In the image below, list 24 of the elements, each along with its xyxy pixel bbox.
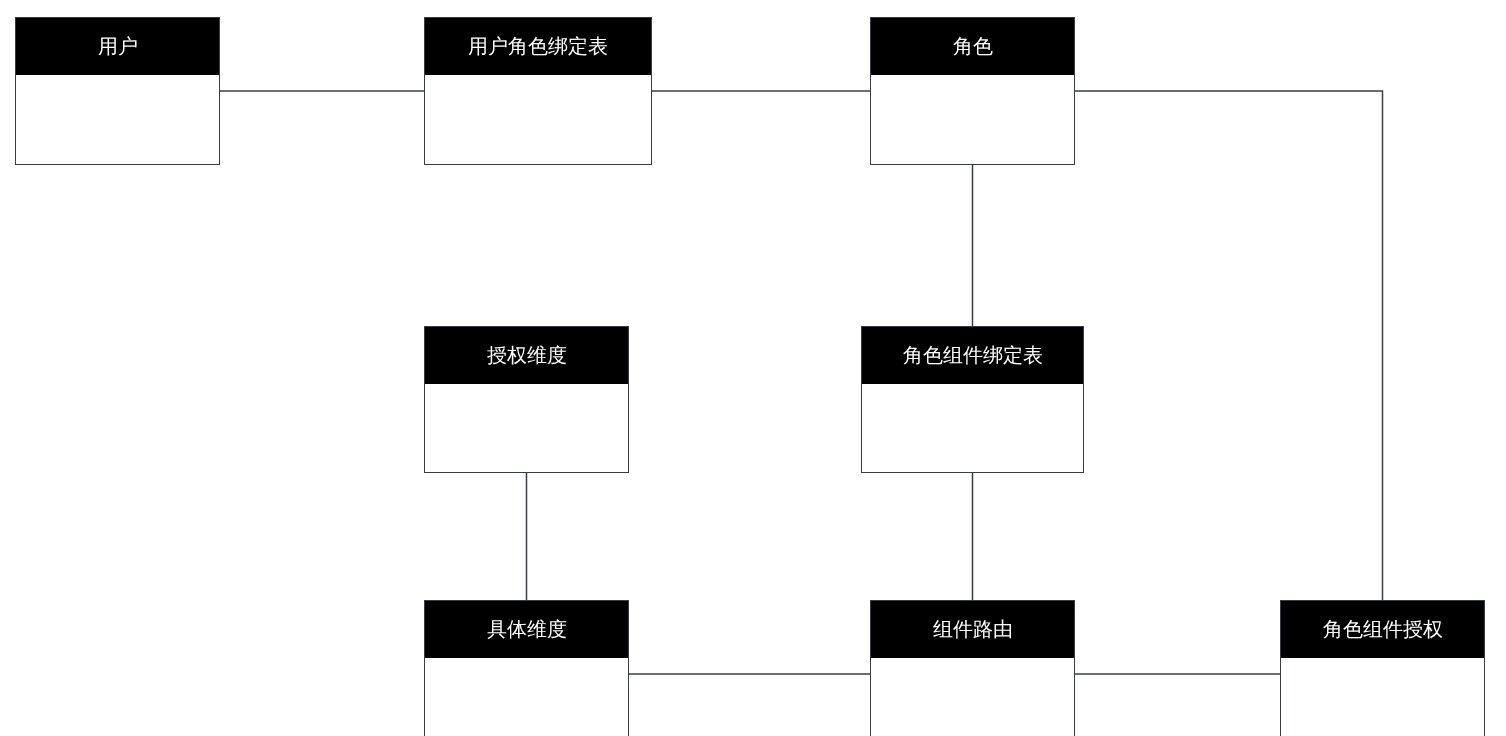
connector-line <box>1074 90 1384 601</box>
connector-line <box>651 90 871 92</box>
table-header: 授权维度 <box>425 327 628 384</box>
connector-line <box>971 164 974 327</box>
table-header: 角色组件绑定表 <box>862 327 1083 384</box>
table-box <box>424 17 652 165</box>
table-box <box>861 326 1084 473</box>
table-box <box>1280 600 1485 736</box>
connector-line <box>525 472 528 601</box>
table-header: 具体维度 <box>425 601 628 658</box>
connector-line <box>628 673 871 675</box>
table-box <box>870 17 1075 165</box>
table-box <box>870 600 1075 736</box>
table-box <box>424 600 629 736</box>
table-header: 角色 <box>871 18 1074 75</box>
table-box <box>424 326 629 473</box>
table-header: 用户 <box>16 18 219 75</box>
connector-line <box>219 90 425 92</box>
table-box <box>15 17 220 165</box>
table-header: 用户角色绑定表 <box>425 18 651 75</box>
connector-line <box>971 472 974 601</box>
table-header: 组件路由 <box>871 601 1074 658</box>
connector-line <box>1074 673 1281 675</box>
table-header: 角色组件授权 <box>1281 601 1484 658</box>
